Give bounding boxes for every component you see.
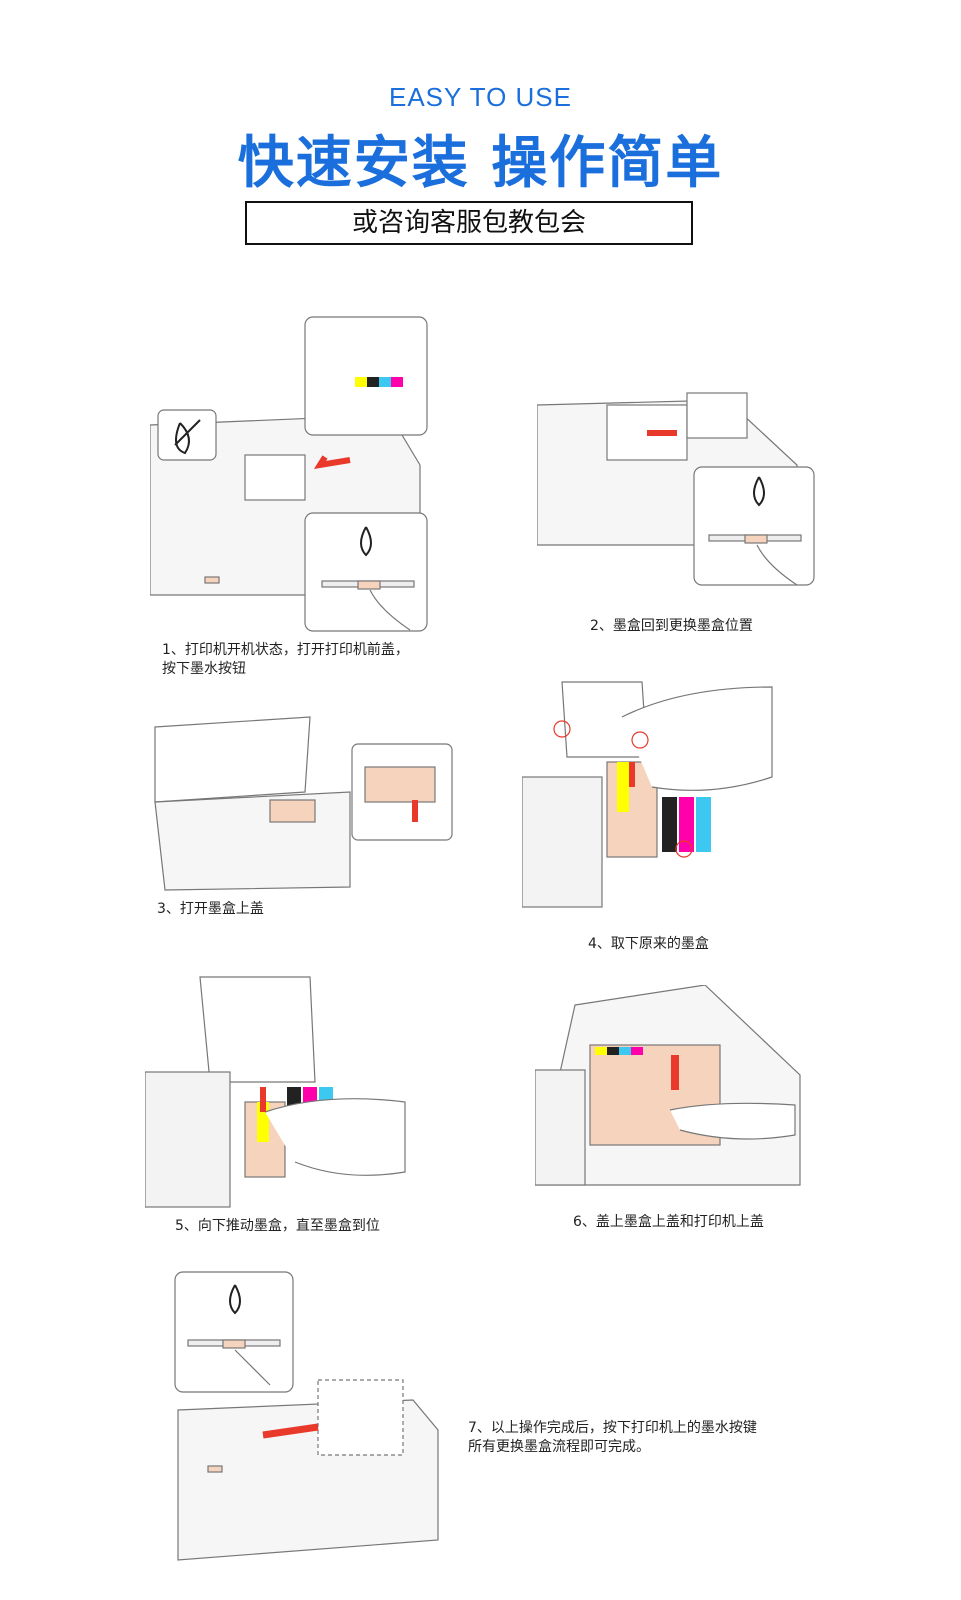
step7-caption: 7、以上操作完成后，按下打印机上的墨水按键 所有更换墨盒流程即可完成。 xyxy=(468,1419,757,1457)
step1-illustration xyxy=(150,315,432,633)
subtitle: EASY TO USE xyxy=(389,82,572,112)
step4-illustration xyxy=(522,677,792,912)
caption-line: 1、打印机开机状态，打开打印机前盖， xyxy=(162,642,409,658)
page-title: 快速安装 操作简单 xyxy=(237,131,724,196)
step2-caption: 2、墨盒回到更换墨盒位置 xyxy=(590,618,753,634)
step7-illustration xyxy=(173,1270,443,1566)
caption-line: 7、以上操作完成后，按下打印机上的墨水按键 xyxy=(468,1420,757,1436)
step6-caption: 6、盖上墨盒上盖和打印机上盖 xyxy=(573,1214,764,1230)
step4-caption: 4、取下原来的墨盒 xyxy=(588,936,709,952)
step3-illustration xyxy=(150,712,455,892)
caption-line: 按下墨水按钮 xyxy=(162,661,246,677)
step3-caption: 3、打开墨盒上盖 xyxy=(157,901,264,917)
step5-caption: 5、向下推动墨盒，直至墨盒到位 xyxy=(175,1218,380,1234)
step2-illustration xyxy=(537,345,817,587)
step1-caption: 1、打印机开机状态，打开打印机前盖， 按下墨水按钮 xyxy=(162,641,409,679)
consult-box: 或咨询客服包教包会 xyxy=(245,201,693,245)
caption-line: 所有更换墨盒流程即可完成。 xyxy=(468,1439,650,1455)
step5-illustration xyxy=(145,972,413,1210)
step6-illustration xyxy=(535,985,803,1190)
